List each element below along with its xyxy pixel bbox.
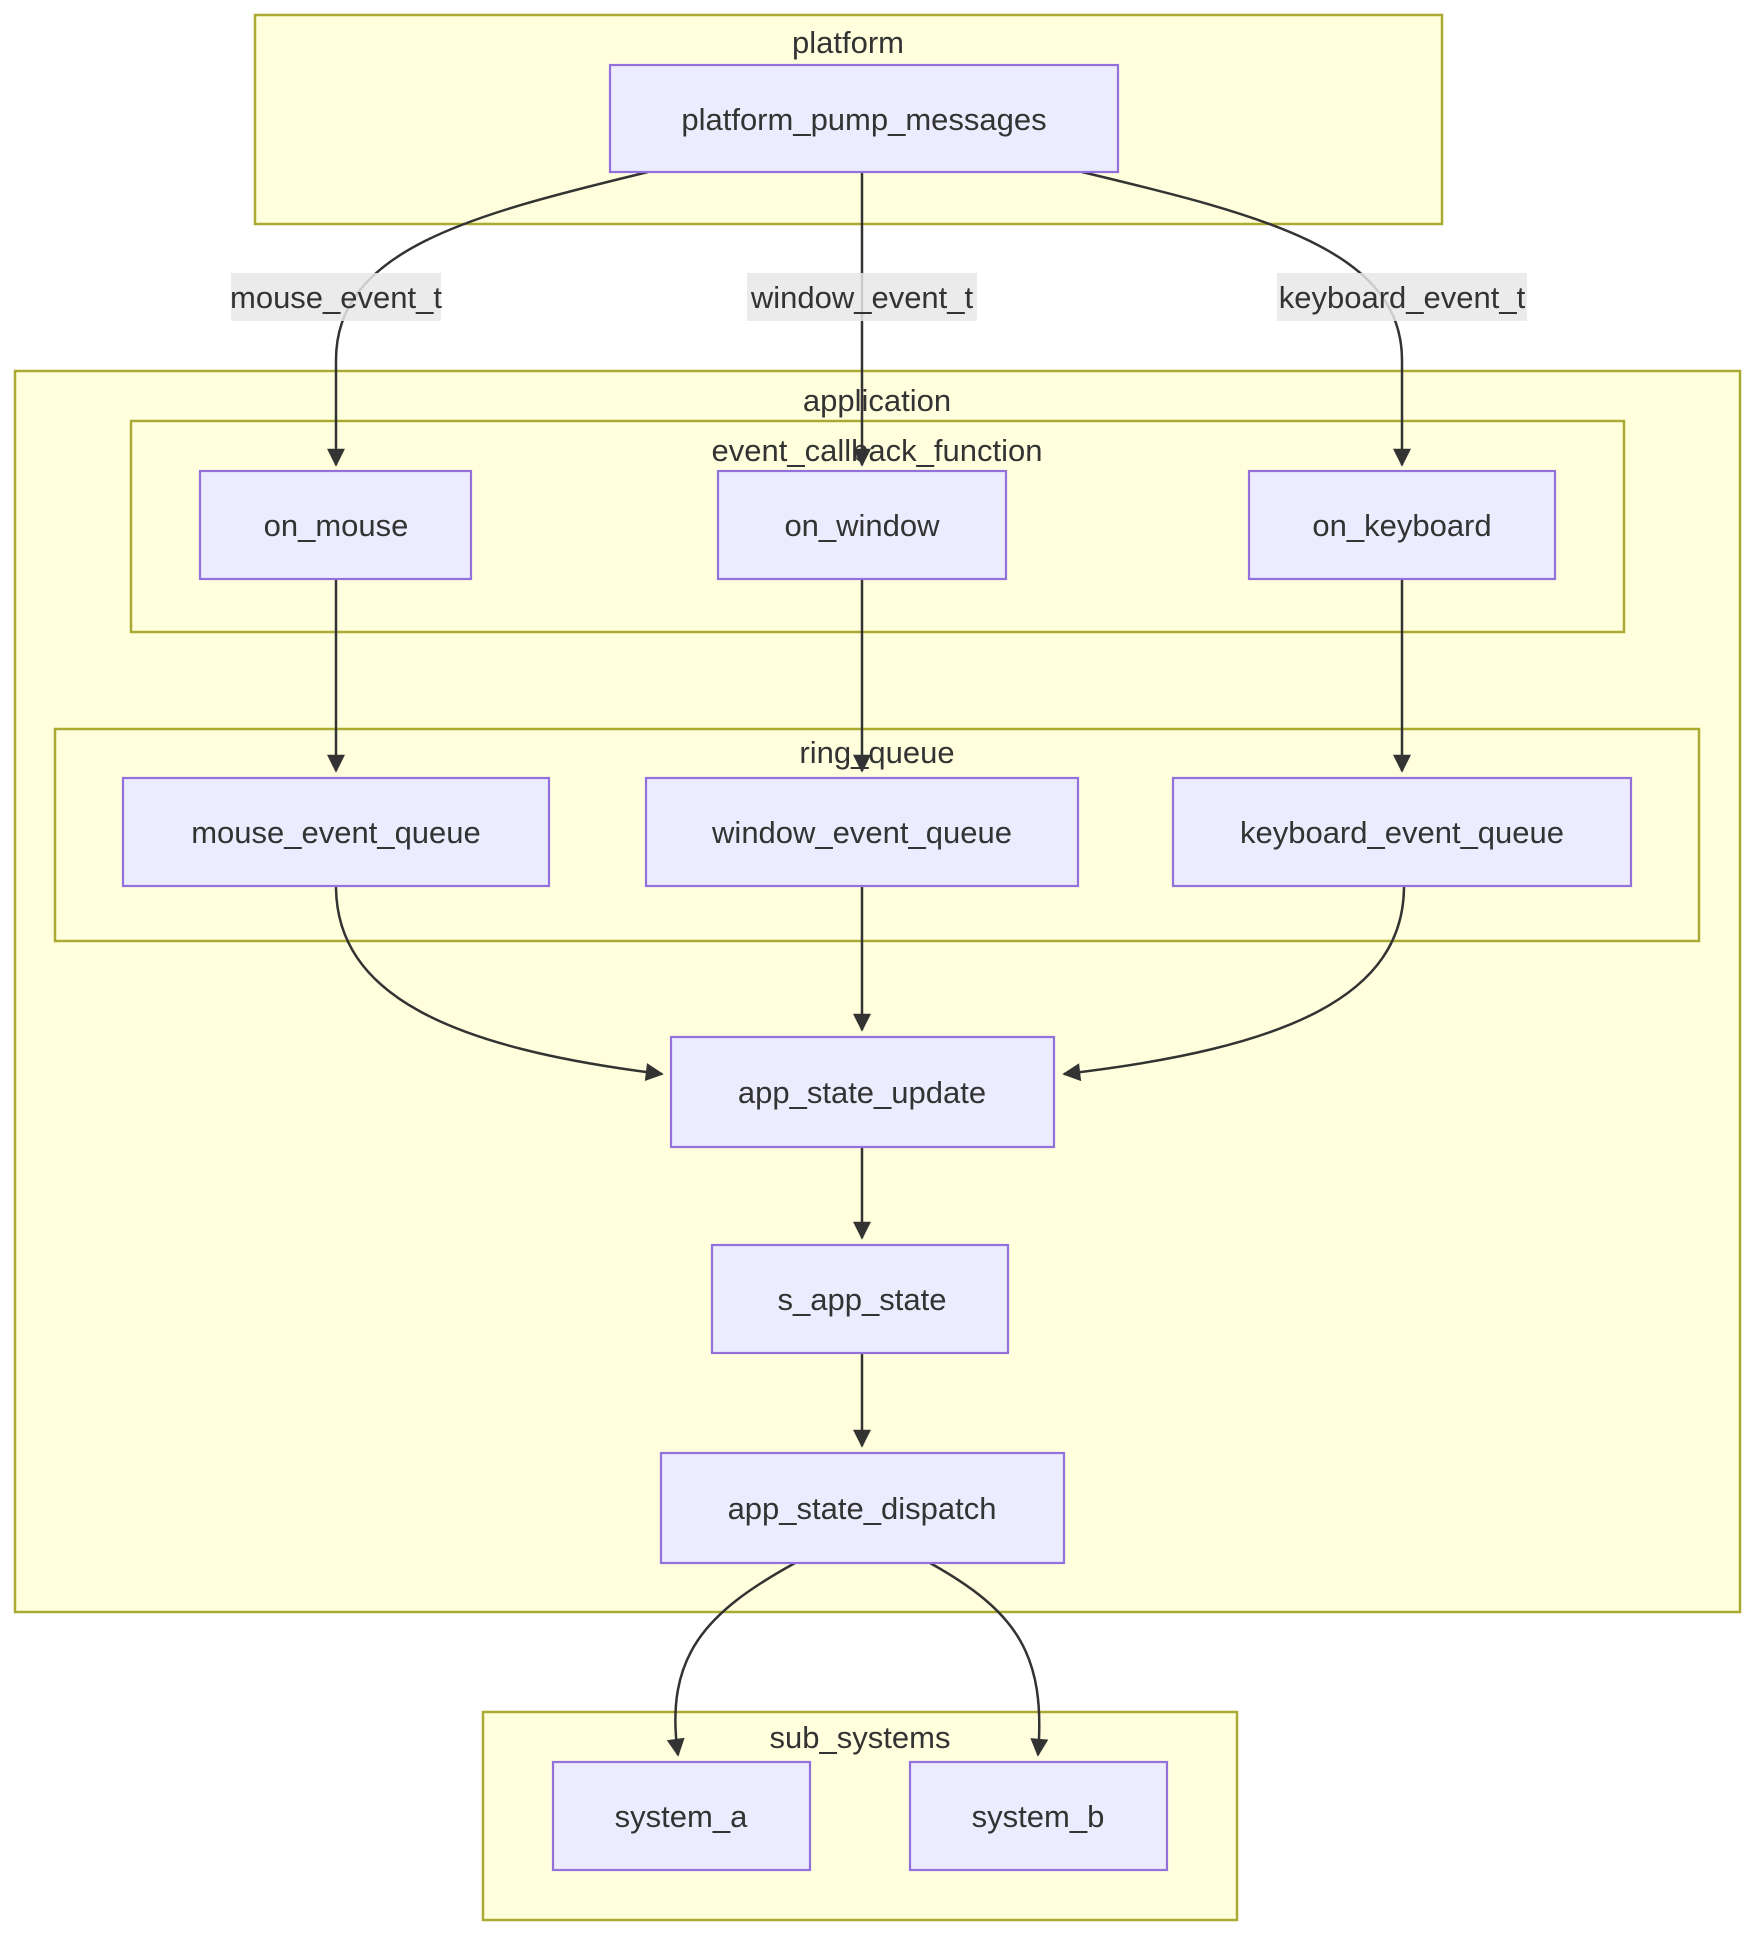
cluster-platform-title: platform — [792, 25, 904, 60]
node-mouse-event-queue-box — [121, 776, 551, 888]
node-platform-pump-messages: platform_pump_messages — [608, 63, 1120, 174]
node-on-window-box — [716, 469, 1008, 581]
node-app-state-dispatch-box — [659, 1451, 1066, 1565]
node-keyboard-event-queue-box — [1171, 776, 1633, 888]
node-keyboard-event-queue-label: keyboard_event_queue — [1240, 815, 1564, 850]
node-platform-pump-messages-label: platform_pump_messages — [681, 102, 1046, 137]
node-on-keyboard-label: on_keyboard — [1312, 508, 1491, 543]
node-s-app-state-box — [710, 1243, 1010, 1355]
node-window-event-queue-box — [644, 776, 1080, 888]
node-on-mouse-box — [198, 469, 473, 581]
node-system-a-label: system_a — [615, 1799, 748, 1834]
node-window-event-queue-label: window_event_queue — [711, 815, 1012, 850]
edge-label-mouse-event-t-text: mouse_event_t — [230, 280, 442, 315]
node-s-app-state-label: s_app_state — [778, 1282, 947, 1317]
edge-label-keyboard-event-t: keyboard_event_t — [1277, 273, 1527, 321]
node-system-b-label: system_b — [972, 1799, 1105, 1834]
node-mouse-event-queue-label: mouse_event_queue — [191, 815, 481, 850]
node-on-keyboard-box — [1247, 469, 1557, 581]
node-system-b-box — [908, 1760, 1169, 1872]
node-app-state-dispatch: app_state_dispatch — [659, 1451, 1066, 1565]
edge-label-keyboard-event-t-bg — [1277, 273, 1527, 321]
edge-dispatch-to-system-b — [929, 1561, 1049, 1757]
edge-label-window-event-t: window_event_t — [747, 273, 977, 321]
node-mouse-event-queue: mouse_event_queue — [121, 776, 551, 888]
node-on-mouse-label: on_mouse — [264, 508, 409, 543]
node-app-state-update-label: app_state_update — [738, 1075, 986, 1110]
node-system-a: system_a — [551, 1760, 812, 1872]
edge-pump-to-on-keyboard — [1081, 170, 1411, 467]
node-on-mouse: on_mouse — [198, 469, 473, 581]
cluster-application-title: application — [803, 383, 951, 418]
edge-label-mouse-event-t: mouse_event_t — [230, 273, 442, 321]
cluster-event-callback-function-title: event_callback_function — [712, 433, 1043, 468]
edge-label-mouse-event-t-bg — [231, 273, 441, 321]
node-window-event-queue: window_event_queue — [644, 776, 1080, 888]
edge-mouse-queue-to-update — [334, 885, 664, 1081]
node-system-a-box — [551, 1760, 812, 1872]
node-app-state-dispatch-label: app_state_dispatch — [728, 1491, 997, 1526]
node-system-b: system_b — [908, 1760, 1169, 1872]
node-keyboard-event-queue: keyboard_event_queue — [1171, 776, 1633, 888]
cluster-ring-queue-title: ring_queue — [799, 735, 954, 770]
edges — [327, 170, 1411, 1757]
edge-label-window-event-t-bg — [747, 273, 977, 321]
node-on-window: on_window — [716, 469, 1008, 581]
edge-pump-to-on-mouse — [327, 170, 649, 467]
node-s-app-state: s_app_state — [710, 1243, 1010, 1355]
edge-dispatch-to-system-a — [666, 1561, 796, 1757]
node-app-state-update: app_state_update — [669, 1035, 1056, 1149]
edge-label-keyboard-event-t-text: keyboard_event_t — [1279, 280, 1526, 315]
edge-keyboard-queue-to-update — [1062, 885, 1406, 1082]
node-on-window-label: on_window — [784, 508, 940, 543]
node-platform-pump-messages-box — [608, 63, 1120, 174]
node-on-keyboard: on_keyboard — [1247, 469, 1557, 581]
edge-label-window-event-t-text: window_event_t — [750, 280, 974, 315]
cluster-sub-systems-title: sub_systems — [770, 1720, 951, 1755]
node-app-state-update-box — [669, 1035, 1056, 1149]
